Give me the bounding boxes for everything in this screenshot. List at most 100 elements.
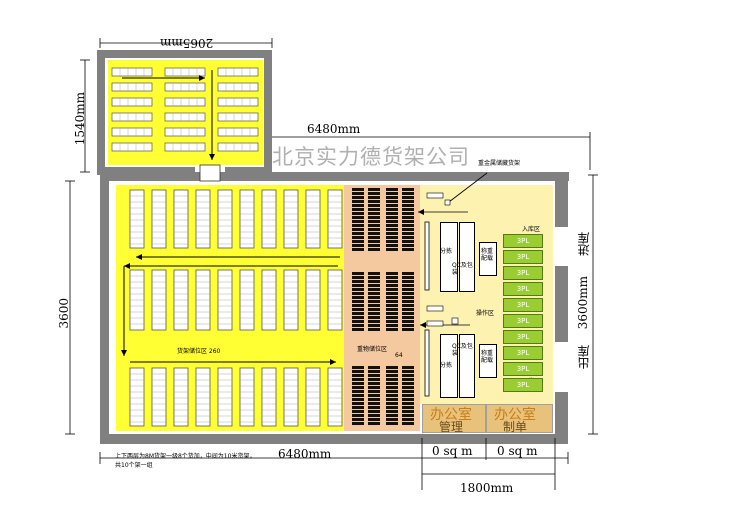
pallet-rack-slot: [402, 204, 414, 207]
mezzanine-rack: [111, 142, 153, 152]
pallet-rack-slot: [386, 208, 398, 211]
third-party-box: 3PL: [503, 234, 543, 248]
pallet-rack-slot: [386, 370, 398, 373]
mezzanine-rack: [111, 112, 153, 122]
pallet-rack-slot: [386, 304, 398, 307]
pallet-rack-slot: [402, 308, 414, 311]
mezzanine-rack: [164, 142, 206, 152]
pallet-rack-slot: [386, 410, 398, 413]
pallet-rack-slot: [402, 240, 414, 243]
third-party-box: 3PL: [503, 298, 543, 312]
pallet-rack-slot: [368, 240, 380, 243]
pallet-rack-slot: [368, 196, 380, 199]
mezzanine-rack: [164, 127, 206, 137]
shelf-rack: [305, 189, 321, 249]
pallet-rack-slot: [352, 300, 364, 303]
pallet-rack-slot: [352, 280, 364, 283]
pallet-rack-slot: [368, 292, 380, 295]
pallet-rack-slot: [386, 200, 398, 203]
pallet-rack-slot: [402, 236, 414, 239]
shelf-rack: [129, 367, 145, 427]
pallet-rack-slot: [352, 216, 364, 219]
pallet-rack-slot: [402, 320, 414, 323]
shelf-rack: [327, 189, 343, 249]
pallet-rack-slot: [402, 312, 414, 315]
pallet-rack-slot: [402, 304, 414, 307]
pallet-rack-slot: [368, 410, 380, 413]
pallet-rack-slot: [386, 240, 398, 243]
pallet-rack-slot: [386, 382, 398, 385]
pallet-rack-slot: [386, 414, 398, 417]
pallet-rack-slot: [386, 188, 398, 191]
weigh-label-upper: 称重 配载: [481, 248, 494, 262]
mezzanine-rack: [111, 67, 153, 77]
pallet-rack-slot: [368, 280, 380, 283]
pallet-rack-slot: [386, 276, 398, 279]
mezzanine-rack: [164, 97, 206, 107]
main-wall-right-mid: [555, 266, 568, 342]
shelf-rack: [283, 367, 299, 427]
pallet-rack-slot: [402, 374, 414, 377]
pallet-rack-slot: [402, 244, 414, 247]
pallet-rack-slot: [386, 220, 398, 223]
pallet-rack-slot: [386, 288, 398, 291]
pallet-rack-slot: [352, 418, 364, 421]
pallet-rack-slot: [368, 236, 380, 239]
main-top-width-label: 6480mm: [307, 122, 361, 136]
conveyor-lower: [424, 329, 430, 397]
weigh-station-lower: [479, 344, 497, 378]
pallet-rack-slot: [386, 374, 398, 377]
pallet-rack-slot: [368, 296, 380, 299]
pallet-rack-slot: [402, 366, 414, 369]
operation-marker: [444, 199, 451, 206]
pallet-rack-slot: [368, 312, 380, 315]
flow-arrow-head: [330, 359, 336, 365]
operation-bench: [426, 192, 444, 199]
office-billing-zone: [486, 404, 553, 433]
pallet-rack-slot: [368, 406, 380, 409]
pallet-rack-slot: [402, 192, 414, 195]
pallet-rack-slot: [368, 232, 380, 235]
pallet-rack-slot: [352, 328, 364, 331]
mezzanine-wall-left: [97, 50, 105, 175]
stair-opening: [199, 164, 221, 182]
mezzanine-rack: [217, 97, 259, 107]
qc-label-lower: QC及包装: [452, 343, 473, 357]
main-wall-top-right: [272, 172, 569, 181]
shelf-rack: [261, 189, 277, 249]
pallet-rack-slot: [402, 196, 414, 199]
pallet-rack-slot: [402, 386, 414, 389]
pallet-rack-slot: [402, 296, 414, 299]
office-billing-subtitle: 制单: [503, 420, 528, 434]
pallet-rack-slot: [368, 248, 380, 251]
third-party-box: 3PL: [503, 250, 543, 264]
third-party-box: 3PL: [503, 314, 543, 328]
pallet-rack-slot: [402, 224, 414, 227]
mezzanine-rack: [217, 127, 259, 137]
pallet-rack-slot: [352, 308, 364, 311]
pallet-rack-slot: [402, 324, 414, 327]
pallet-rack-slot: [352, 406, 364, 409]
pallet-rack-slot: [402, 200, 414, 203]
pallet-rack-slot: [352, 292, 364, 295]
pallet-rack-slot: [352, 394, 364, 397]
pallet-rack-slot: [352, 374, 364, 377]
pallet-rack-slot: [352, 272, 364, 275]
main-wall-right-bottom: [555, 392, 568, 444]
weigh-station-upper: [479, 242, 497, 276]
inbound-label: 入库区: [522, 226, 541, 233]
flow-arrow-head: [418, 209, 424, 215]
pallet-rack-slot: [402, 300, 414, 303]
pallet-rack-slot: [386, 244, 398, 247]
pallet-rack-slot: [402, 398, 414, 401]
mezzanine-wall-bottom-left: [97, 167, 195, 175]
pallet-rack-slot: [386, 366, 398, 369]
pallet-rack-slot: [368, 216, 380, 219]
sort-label-upper: 分拣: [440, 248, 453, 255]
rack-callout: 重金属储藏货架: [478, 160, 521, 167]
pallet-rack-slot: [402, 220, 414, 223]
pallet-rack-slot: [386, 300, 398, 303]
pallet-rack-slot: [386, 192, 398, 195]
pallet-rack-slot: [386, 280, 398, 283]
pallet-rack-slot: [352, 312, 364, 315]
